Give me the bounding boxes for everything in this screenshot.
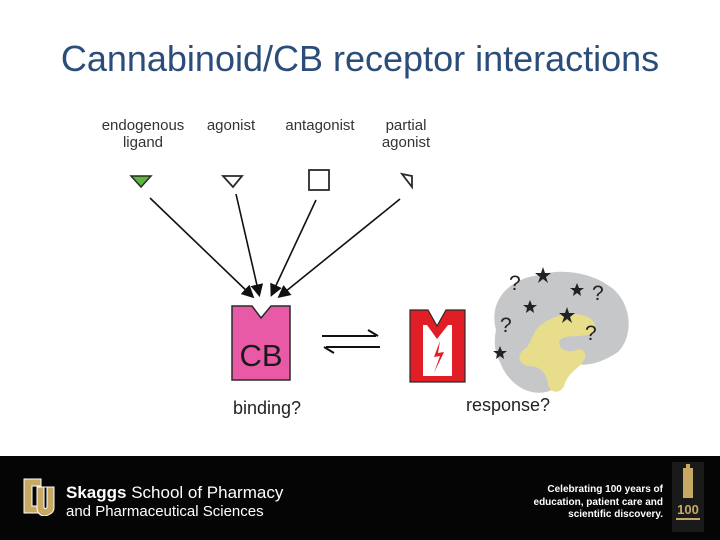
- endogenous-ligand-icon: [129, 175, 153, 189]
- school-name-line2: and Pharmaceutical Sciences: [66, 503, 264, 520]
- partial-agonist-label-line1: partial: [386, 117, 427, 134]
- partial-agonist-ligand-icon: [399, 172, 413, 190]
- partial-agonist-binding-arrow: [277, 198, 401, 299]
- star-icon: [523, 300, 537, 313]
- star-icon: [570, 283, 584, 296]
- tagline-line3: scientific discovery.: [568, 509, 663, 520]
- question-mark-icon: ?: [585, 322, 597, 345]
- partial-agonist-label-line2: agonist: [382, 134, 431, 151]
- active-receptor-icon: [409, 309, 466, 383]
- cb-interaction-diagram: endogenous ligand agonist antagonist par…: [102, 117, 629, 418]
- anniversary-badge-icon: 100: [672, 462, 704, 532]
- footer-bar: Skaggs School of Pharmacy and Pharmaceut…: [0, 456, 720, 540]
- antagonist-binding-arrow: [270, 199, 317, 297]
- antagonist-label: antagonist: [285, 117, 355, 134]
- badge-number: 100: [677, 502, 699, 517]
- question-mark-icon: ?: [500, 314, 512, 337]
- star-icon: [559, 307, 575, 323]
- agonist-ligand-icon: [220, 175, 244, 189]
- school-name-bold: Skaggs: [66, 483, 127, 502]
- endogenous-ligand-label-line1: endogenous: [102, 117, 185, 134]
- school-name-line1: Skaggs School of Pharmacy: [66, 483, 283, 503]
- slide-title: Cannabinoid/CB receptor interactions: [60, 38, 660, 79]
- anniversary-tagline: Celebrating 100 years of education, pati…: [493, 484, 663, 522]
- star-icon: [493, 346, 507, 359]
- endogenous-binding-arrow: [149, 197, 255, 299]
- cb-receptor-label: CB: [239, 338, 282, 373]
- question-mark-icon: ?: [592, 282, 604, 305]
- question-mark-icon: ?: [509, 272, 521, 295]
- school-name-rest: School of Pharmacy: [126, 483, 284, 502]
- cb-receptor-icon: [231, 305, 291, 381]
- agonist-binding-arrow: [235, 193, 264, 298]
- tagline-line2: education, patient care and: [533, 496, 663, 508]
- antagonist-ligand-icon: [308, 169, 330, 191]
- tagline-line1: Celebrating 100 years of: [547, 484, 663, 495]
- binding-label: binding?: [233, 398, 301, 418]
- agonist-label: agonist: [207, 117, 256, 134]
- star-icon: [535, 267, 551, 283]
- endogenous-ligand-label-line2: ligand: [123, 134, 163, 151]
- cu-logo-icon: [23, 478, 55, 516]
- brain-icon: [494, 271, 629, 393]
- response-label: response?: [466, 395, 550, 415]
